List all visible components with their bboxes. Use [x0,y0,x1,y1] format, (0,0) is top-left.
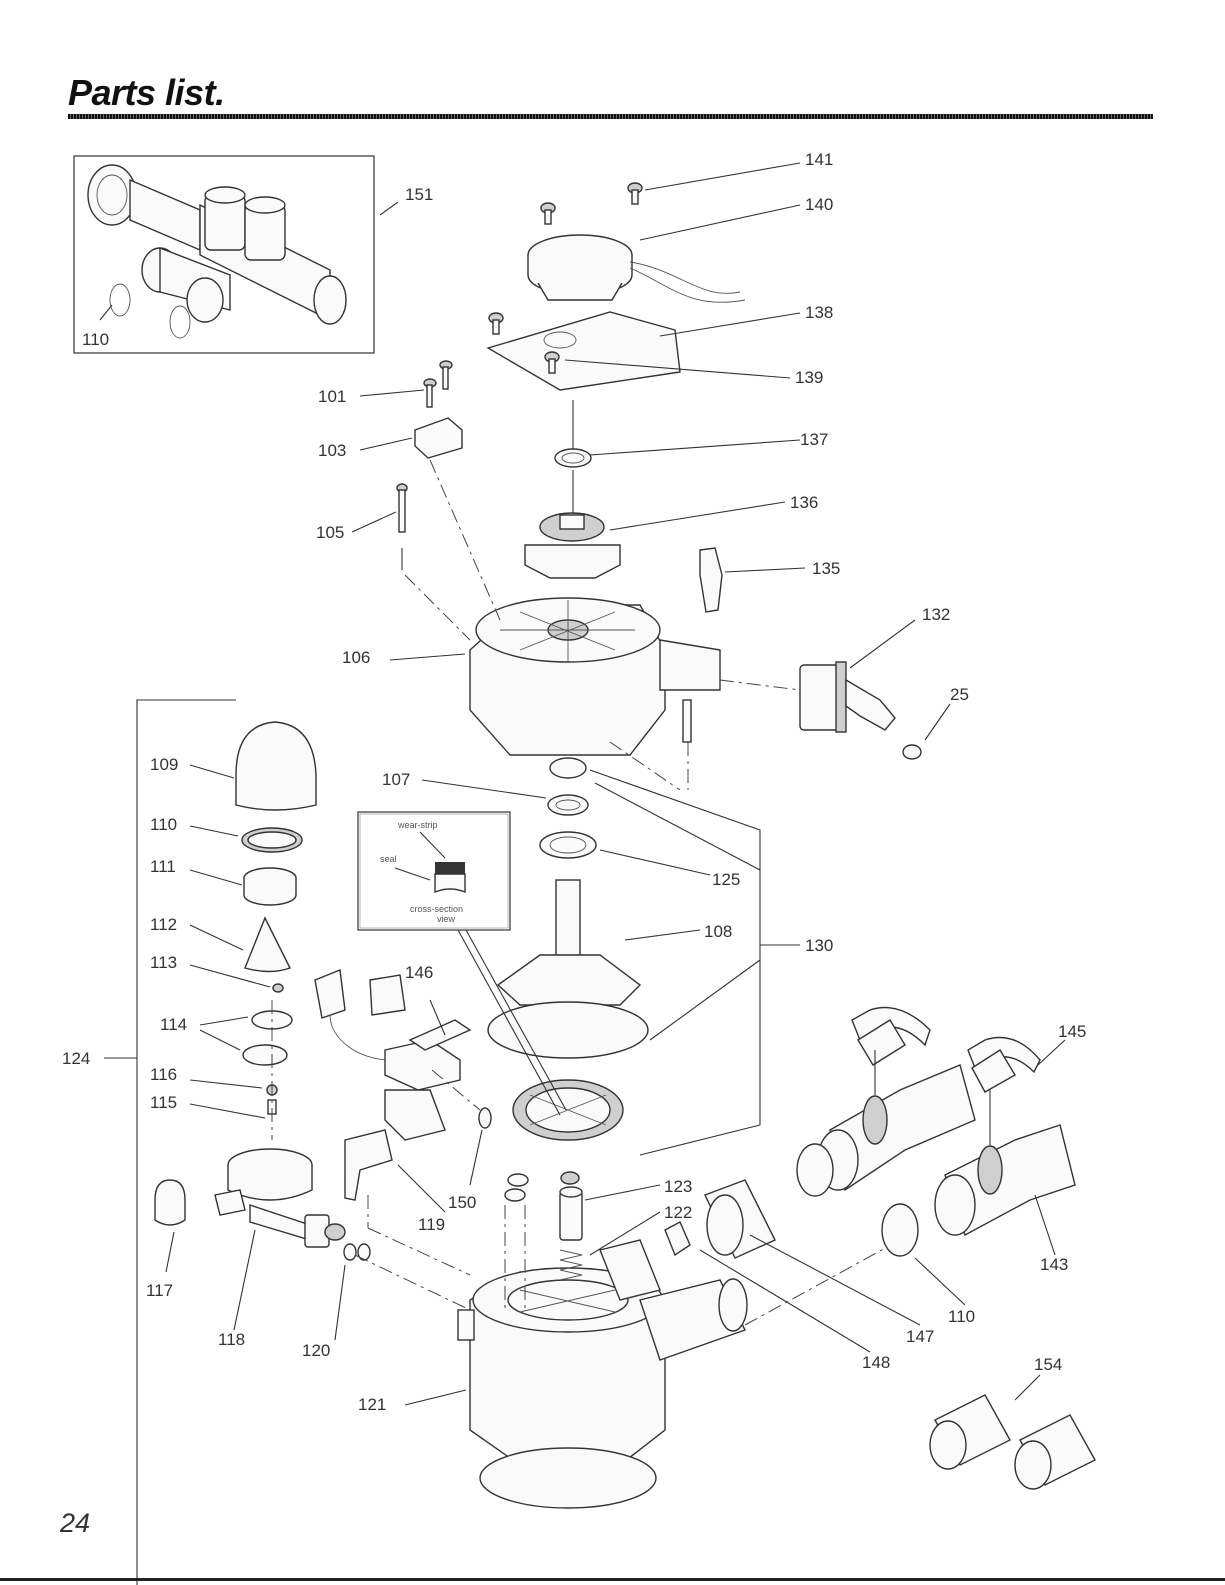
callout-116: 116 [150,1065,177,1084]
callout-113: 113 [150,953,177,972]
callout-122: 122 [664,1203,692,1222]
callout-148: 148 [862,1353,890,1372]
callout-135: 135 [812,559,840,578]
callout-111: 111 [150,857,176,876]
callout-143: 143 [1040,1255,1068,1274]
callout-110-adapter: 110 [948,1307,975,1326]
callout-109: 109 [150,755,178,774]
cross-section-label: cross-section [410,904,463,914]
callout-132: 132 [922,605,950,624]
callout-137: 137 [800,430,828,449]
callout-110-brine: 110 [150,815,177,834]
callout-140: 140 [805,195,833,214]
motor-screw-left [541,203,555,224]
callout-117: 117 [146,1281,173,1300]
callout-107: 107 [382,770,410,789]
adapter-group: 145 143 110 147 148 [665,1008,1095,1490]
callout-118: 118 [218,1330,245,1349]
callout-119: 119 [418,1215,445,1234]
callout-154: 154 [1034,1355,1062,1374]
callout-145: 145 [1058,1022,1086,1041]
drain-group: 135 132 25 [700,548,969,759]
callout-151: 151 [405,185,433,204]
callout-123: 123 [664,1177,692,1196]
motor-screw-right [628,183,642,204]
switch-group: 101 103 105 [316,361,462,570]
callout-138: 138 [805,303,833,322]
page-number: 24 [60,1508,90,1539]
callout-115: 115 [150,1093,177,1112]
gear-group: 137 136 [525,400,828,578]
valve-body-group: 121 [358,1240,900,1508]
callout-124: 124 [62,1049,90,1068]
callout-101: 101 [318,387,346,406]
callout-125: 125 [712,870,740,889]
callout-141: 141 [805,150,833,169]
view-label: view [437,914,456,924]
callout-120: 120 [302,1341,330,1360]
seal-label: seal [380,854,397,864]
callout-136: 136 [790,493,818,512]
callout-150: 150 [448,1193,476,1212]
callout-108: 108 [704,922,732,941]
callout-25: 25 [950,685,969,704]
motor-plate-group: 138 139 [488,303,833,390]
callout-105: 105 [316,523,344,542]
callout-114: 114 [160,1015,187,1034]
callout-147: 147 [906,1327,934,1346]
motor-group: 141 140 [528,150,833,302]
callout-139: 139 [795,368,823,387]
callout-130: 130 [805,936,833,955]
plate-screw-1 [489,313,503,334]
callout-121: 121 [358,1395,386,1414]
bypass-assembly-inset: 151 110 [74,156,433,353]
callout-106: 106 [342,648,370,667]
wear-strip-label: wear-strip [397,820,438,830]
bottom-rule [0,1578,1225,1581]
callout-110-inset: 110 [82,330,109,349]
callout-112: 112 [150,915,177,934]
callout-146: 146 [405,963,433,982]
callout-103: 103 [318,441,346,460]
